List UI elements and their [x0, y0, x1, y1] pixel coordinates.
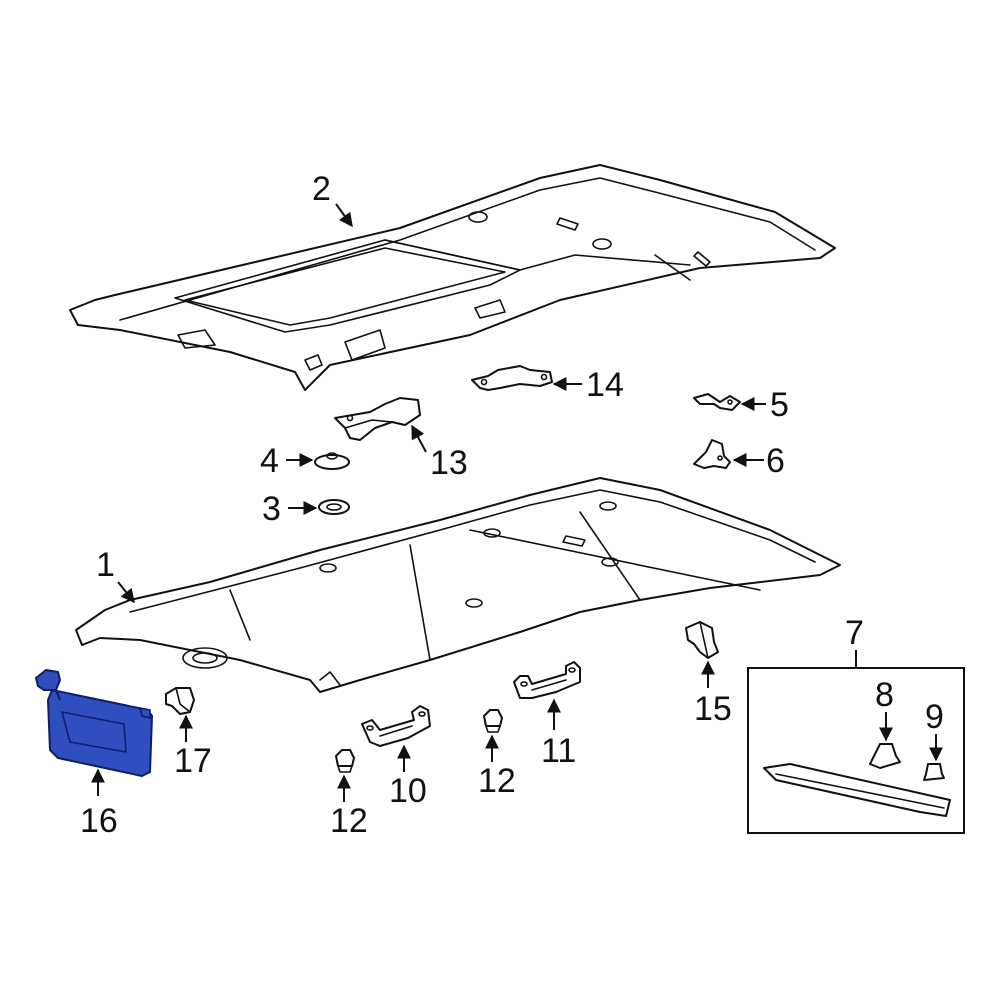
callout-number-4: 4 [260, 442, 279, 480]
callout-17: 17 [174, 714, 212, 780]
callout-number-2: 2 [312, 170, 331, 208]
bracket-part-13[interactable] [334, 397, 421, 441]
callout-15: 15 [694, 660, 732, 728]
grab-handle-part-11[interactable] [513, 661, 581, 699]
clip-part-8[interactable] [869, 743, 901, 769]
callout-6: 6 [732, 442, 785, 480]
callout-3: 3 [262, 490, 318, 528]
callout-number-10: 10 [389, 772, 427, 810]
grommet-part-3[interactable] [318, 499, 350, 515]
clip-part-12-right[interactable] [483, 709, 503, 733]
callout-10: 10 [389, 744, 427, 810]
headliner-lower-part-1[interactable] [75, 477, 841, 693]
callout-number-12-right: 12 [478, 762, 516, 800]
callout-11: 11 [541, 698, 576, 770]
callout-number-5: 5 [770, 386, 789, 424]
callout-12-left: 12 [330, 774, 368, 840]
callout-number-17: 17 [174, 742, 212, 780]
bracket-part-15[interactable] [685, 621, 719, 659]
callout-4: 4 [260, 442, 314, 480]
callout-number-8: 8 [875, 676, 894, 714]
grab-handle-part-10[interactable] [361, 705, 431, 747]
callout-1: 1 [96, 546, 135, 604]
clip-part-12-left[interactable] [335, 749, 355, 773]
callout-number-16: 16 [80, 802, 118, 840]
bracket-part-17[interactable] [165, 687, 195, 715]
bracket-part-6[interactable] [693, 439, 731, 469]
trim-strip-part-7[interactable] [763, 763, 951, 817]
callout-number-13: 13 [430, 444, 468, 482]
inset-part-7: 7 8 9 [747, 614, 965, 834]
bracket-part-14[interactable] [471, 365, 553, 391]
callout-number-1: 1 [96, 546, 115, 584]
callout-16: 16 [80, 768, 118, 840]
callout-12-right: 12 [478, 734, 516, 800]
callout-number-7: 7 [845, 614, 864, 652]
callout-number-14: 14 [586, 366, 624, 404]
callout-number-11: 11 [541, 732, 576, 770]
bracket-part-5[interactable] [693, 393, 741, 411]
headliner-upper-part-2[interactable] [69, 164, 836, 391]
callout-number-15: 15 [694, 690, 732, 728]
clip-part-9[interactable] [923, 763, 945, 781]
sun-visor-part-16[interactable] [35, 669, 153, 777]
callout-number-3: 3 [262, 490, 281, 528]
callout-14: 14 [552, 366, 624, 404]
callout-13: 13 [411, 424, 468, 482]
callout-2: 2 [312, 170, 353, 228]
callout-number-12-left: 12 [330, 802, 368, 840]
clip-part-4[interactable] [314, 452, 350, 470]
callout-number-9: 9 [925, 698, 944, 736]
callout-number-6: 6 [766, 442, 785, 480]
callout-5: 5 [740, 386, 789, 424]
